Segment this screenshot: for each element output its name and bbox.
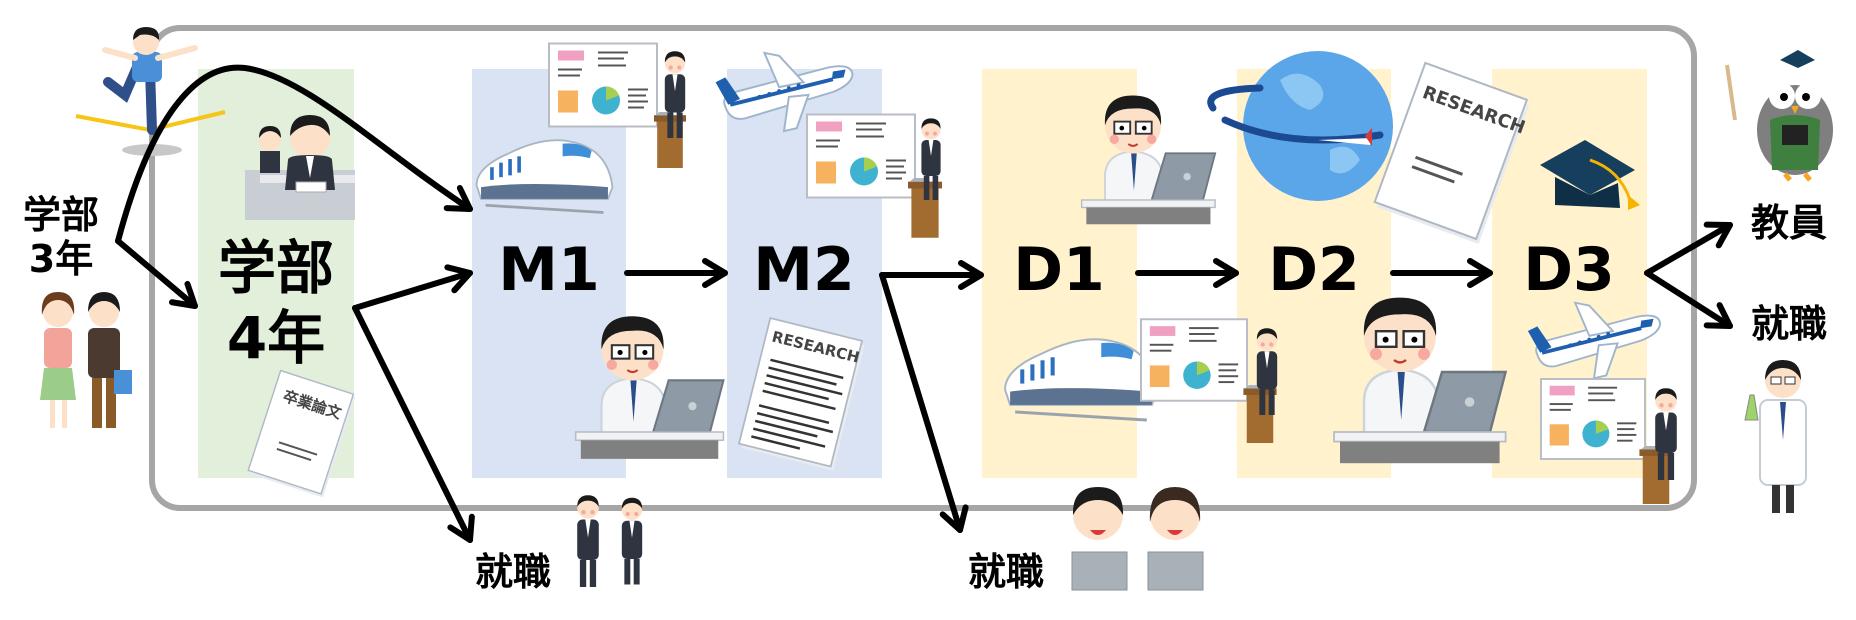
outcome-job-after-d3: 就職 [1751,302,1827,346]
jumping-student-illustration [75,27,226,156]
stage-label-d2: D2 [1268,235,1360,305]
flow-arrows [115,64,1733,543]
column-m1 [472,69,626,478]
scientist-illustration [1744,360,1807,513]
arrow-d3-to-faculty [1644,221,1733,276]
arrow-b3-to-m1-skip [115,64,473,244]
research-paper-illustration-m2: RESEARCH [737,317,867,472]
graduation-cap-illustration [1540,140,1640,210]
arrow-b3-to-b4 [115,238,198,309]
entry-label-line1: 学部 [23,193,99,237]
owl-professor-illustration [1725,50,1833,182]
entry-label-line2: 3年 [29,237,93,281]
thesis-paper-illustration: 卒業論文 [246,369,357,499]
stage-label-b4-line1: 学部 [218,234,334,302]
stage-label-m1: M1 [498,235,599,305]
arrow-b4-to-m1 [352,264,473,311]
office-workers-illustration [1071,487,1204,591]
stage-label-d3: D3 [1523,235,1615,305]
arrow-m2-to-job [879,272,969,533]
outcome-job-after-m2: 就職 [968,550,1044,594]
entry-label: 学部 3年 [23,193,99,281]
outcome-faculty-after-d3: 教員 [1751,201,1827,245]
arrow-b4-to-job [352,305,475,543]
globe-travel-illustration [1207,51,1393,201]
stage-label-b4-line2: 4年 [227,304,325,372]
arrow-d3-to-job [1644,270,1733,329]
stage-label-d1: D1 [1013,235,1105,305]
undergrad-students-illustration [40,292,132,428]
outcome-job-after-b4: 就職 [475,550,551,594]
exam-illustration [245,115,355,220]
stage-label-m2: M2 [753,235,854,305]
